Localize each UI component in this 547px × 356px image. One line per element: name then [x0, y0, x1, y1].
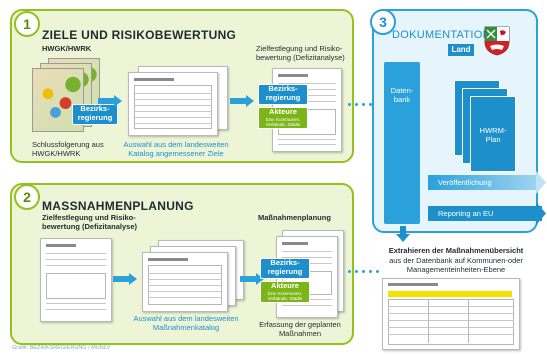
extract-text: aus der Datenbank auf Kommunen-oder Mana… [389, 256, 523, 274]
panel2-bezirksregierung-tag: Bezirks-regierung [260, 258, 310, 279]
reporting-eu-arrow-tip [536, 202, 546, 225]
veroeffentlichung-arrow-tip [536, 171, 546, 194]
hwrm-plan-front [470, 96, 516, 172]
database-column [384, 62, 420, 224]
reporting-eu-ribbon: Reporting an EU [428, 206, 542, 221]
panel3-title: DOKUMENTATION [392, 29, 491, 41]
panel2-input-doc [40, 238, 112, 322]
panel2-catalog-doc-front [142, 252, 228, 312]
panel2-output-caption: Erfassung der geplanten Maßnahmen [259, 320, 341, 338]
land-label: Land [448, 44, 474, 56]
catalog-doc-front [128, 72, 218, 136]
extract-title: Extrahieren der Maßnahmenübersicht [388, 246, 524, 255]
panel1-map-bezirksregierung-tag: Bezirks-regierung [72, 104, 118, 125]
arrow-database-down [396, 226, 410, 242]
panel2-title: MASSNAHMENPLANUNG [42, 199, 194, 213]
veroeffentlichung-ribbon: Veröffentlichung [428, 175, 536, 190]
arrow-catalog-to-target [230, 95, 254, 107]
hwrm-plan-label: HWRM-Plan [479, 126, 507, 144]
panel1-source-label: HWGK/HWRK [42, 44, 92, 53]
panel1-catalog-caption: Auswahl aus dem landesweiten Katalog ang… [123, 140, 229, 158]
panel1-title: ZIELE UND RISIKOBEWERTUNG [42, 28, 237, 42]
arrow-catalog-to-output [240, 273, 264, 285]
step-number-3: 3 [370, 9, 396, 35]
nrw-coat-of-arms-icon [484, 26, 510, 56]
massnahmen-overview-doc [382, 278, 520, 350]
panel1-map-caption: Schlussfolgerung aus HWGK/HWRK [32, 140, 104, 158]
panel2-output-heading: Maßnahmenplanung [258, 213, 331, 222]
arrow-input-to-catalog [113, 273, 137, 285]
panel2-akteure-tag: Akteure bzw. Kommunen, Verbände, Städte [260, 281, 310, 303]
step-number-2: 2 [14, 184, 40, 210]
panel1-bezirksregierung-tag: Bezirks-regierung [258, 84, 308, 105]
panel1-target-heading: Zielfestlegung und Risiko-bewertung (Def… [256, 44, 345, 62]
footer-credit: Grafik: BEZIRKSREGIERUNG / MUNLV [12, 345, 110, 351]
arrow-maps-to-catalog [98, 95, 122, 107]
panel2-catalog-caption: Auswahl aus dem landesweiten Maßnahmenka… [133, 314, 239, 332]
panel2-input-heading: Zielfestlegung und Risiko-bewertung (Def… [42, 213, 138, 231]
database-label: Daten-bank [390, 86, 414, 104]
panel1-akteure-tag: Akteure bzw. Kommunen, Verbände, Städte [258, 107, 308, 129]
step-number-1: 1 [14, 11, 40, 37]
